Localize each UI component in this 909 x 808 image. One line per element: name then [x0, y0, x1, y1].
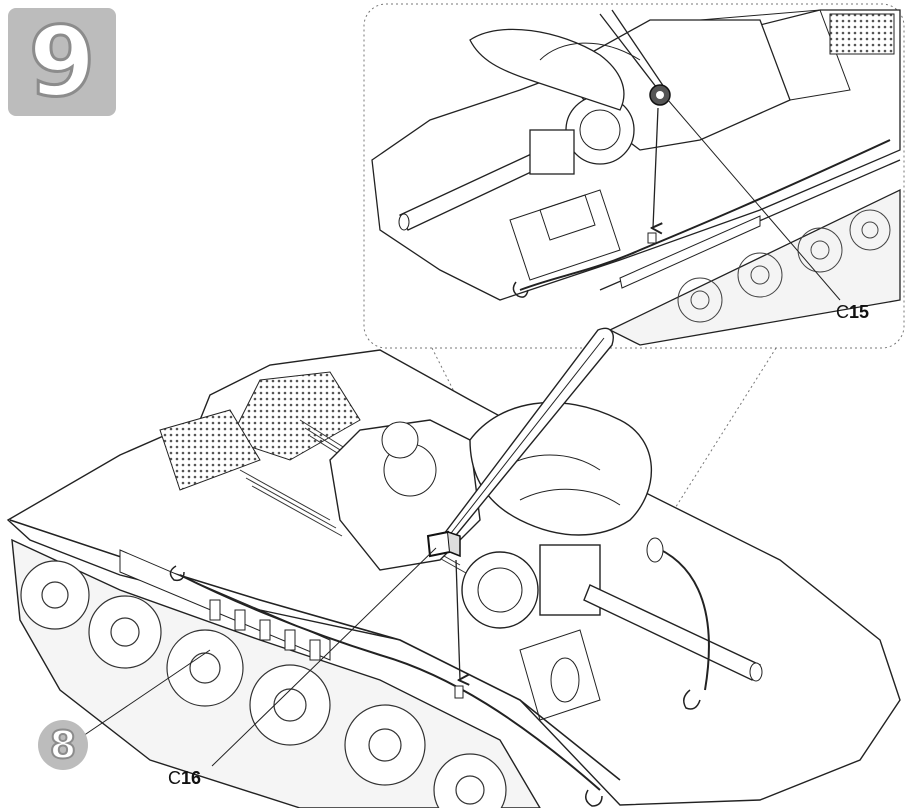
step-number-badge: 9 [8, 8, 116, 116]
step-number: 9 [27, 6, 97, 118]
part-number: 16 [181, 768, 202, 788]
part-number: 15 [849, 302, 870, 322]
part-prefix: C [836, 302, 849, 322]
detail-inset [363, 3, 905, 541]
part-label-c16: C16 [168, 768, 201, 789]
main-view [6, 327, 901, 808]
part-prefix: C [168, 768, 181, 788]
part-label-c15: C15 [836, 302, 869, 323]
substep-number-badge: 8 [38, 720, 88, 770]
substep-number: 8 [49, 723, 77, 767]
